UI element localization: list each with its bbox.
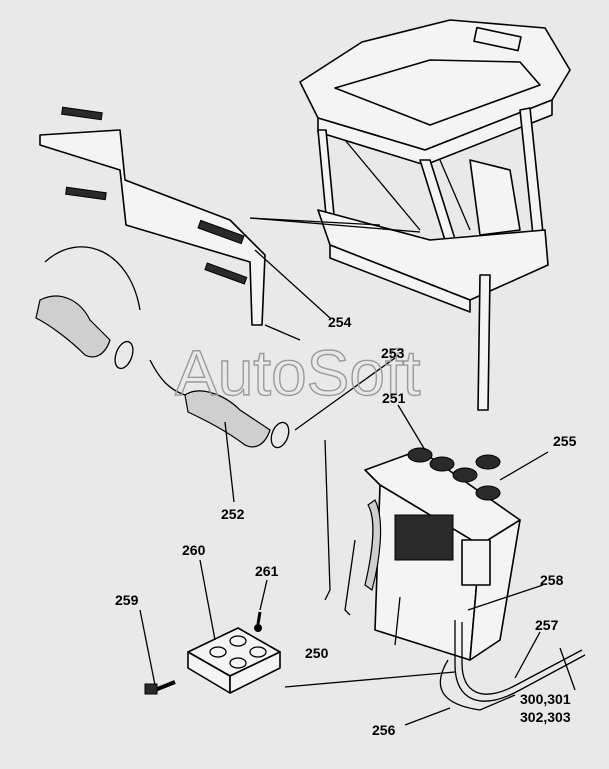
watermark-text: AutoSoft: [175, 337, 421, 409]
label-250: 250: [305, 645, 329, 661]
label-300-301: 300,301: [520, 691, 571, 707]
mounting-block: [187, 627, 281, 694]
label-251: 251: [382, 390, 406, 406]
label-258: 258: [540, 572, 564, 588]
callout-labels: 254 253 251 255 252 260 261 258 259 257 …: [115, 314, 577, 738]
label-260: 260: [182, 542, 206, 558]
label-256: 256: [372, 722, 396, 738]
leader-lines: [139, 249, 576, 726]
bolt: [144, 680, 176, 695]
label-255: 255: [553, 433, 577, 449]
label-257: 257: [535, 617, 559, 633]
label-302-303: 302,303: [520, 709, 571, 725]
hose-lower: [149, 359, 290, 449]
label-253: 253: [381, 345, 405, 361]
label-254: 254: [328, 314, 352, 330]
headliner-panel: [39, 106, 301, 341]
hose-upper: [35, 246, 141, 370]
label-259: 259: [115, 592, 139, 608]
label-261: 261: [255, 563, 279, 579]
screw: [254, 611, 262, 632]
cab-assembly: [249, 19, 571, 411]
drain-tubes: [284, 620, 586, 711]
vent-grilles: [407, 447, 501, 501]
heater-unit: [324, 439, 521, 661]
label-252: 252: [221, 506, 245, 522]
